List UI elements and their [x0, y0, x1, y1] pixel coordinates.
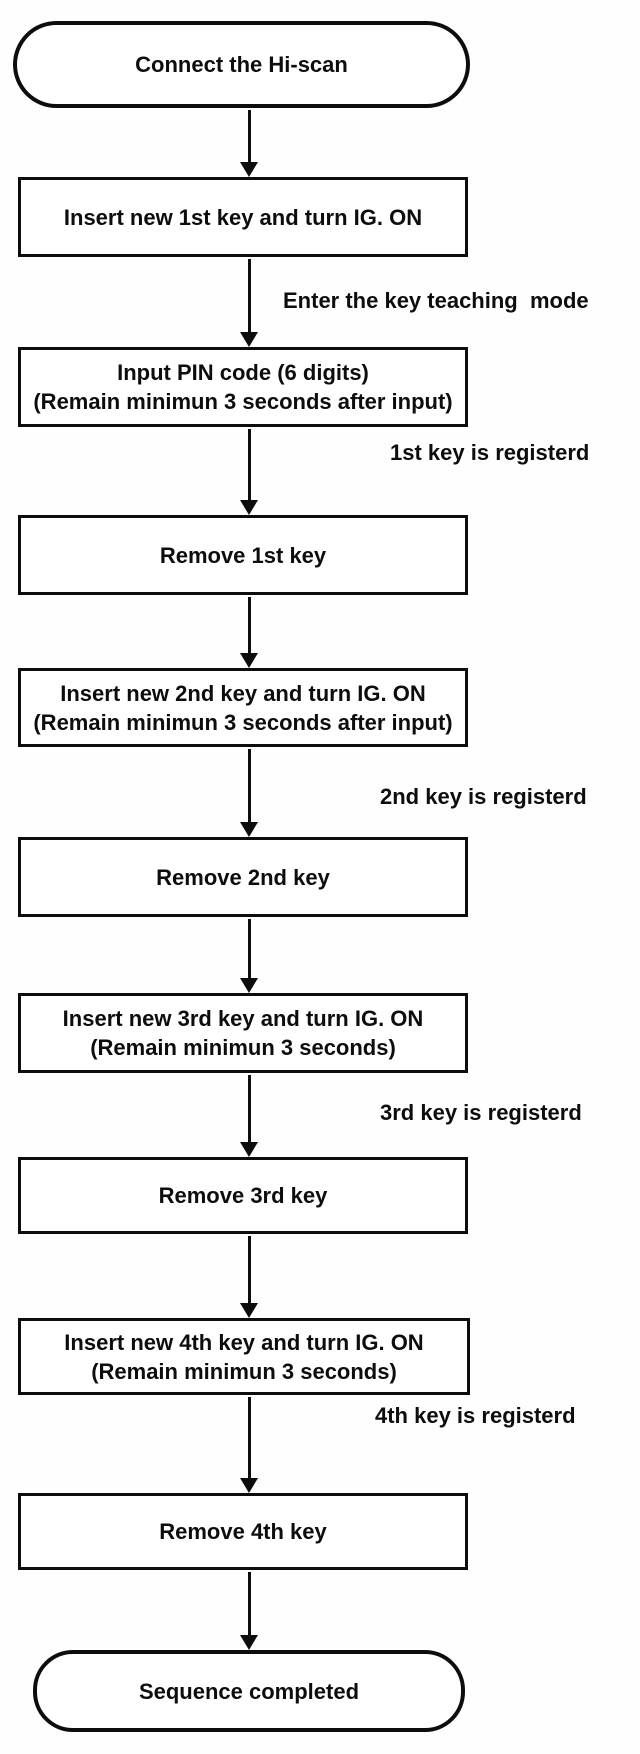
node-label: Insert new 3rd key and turn IG. ON [62, 1006, 424, 1031]
node-sublabel: (Remain minimun 3 seconds after input) [33, 389, 453, 414]
edge-label-enter-key-teaching-mode: Enter the key teaching mode [283, 288, 589, 313]
arrow-shaft [247, 1572, 251, 1637]
node-label: Insert new 4th key and turn IG. ON [64, 1329, 424, 1355]
arrow-head-icon [240, 1142, 258, 1157]
edge-label-3rd-key-registered: 3rd key is registerd [380, 1100, 582, 1125]
arrow-head-icon [240, 1478, 258, 1493]
edge-label-2nd-key-registered: 2nd key is registerd [380, 784, 587, 809]
arrow-shaft [247, 749, 251, 824]
node-label: Insert new 1st key and turn IG. ON [63, 204, 423, 230]
arrow-head-icon [240, 1635, 258, 1650]
node-remove-1st-key: Remove 1st key [18, 515, 468, 595]
arrow-shaft [247, 110, 251, 164]
node-label: Remove 3rd key [158, 1183, 328, 1208]
node-label: Input PIN code (6 digits) [117, 360, 369, 385]
node-insert-3rd-key: Insert new 3rd key and turn IG. ON (Rema… [18, 993, 468, 1073]
edge-label-1st-key-registered: 1st key is registerd [390, 440, 590, 465]
arrow-shaft [247, 259, 251, 334]
node-remove-3rd-key: Remove 3rd key [18, 1157, 468, 1234]
arrow-head-icon [240, 653, 258, 668]
node-insert-1st-key: Insert new 1st key and turn IG. ON [18, 177, 468, 257]
arrow-shaft [247, 919, 251, 980]
arrow-head-icon [240, 162, 258, 177]
node-remove-2nd-key: Remove 2nd key [18, 837, 468, 917]
node-sublabel: (Remain minimun 3 seconds after input) [33, 709, 453, 735]
arrow-head-icon [240, 332, 258, 347]
arrow-head-icon [240, 1303, 258, 1318]
node-sublabel: (Remain minimun 3 seconds) [91, 1358, 397, 1384]
node-label: Insert new 2nd key and turn IG. ON [60, 680, 426, 706]
arrow-shaft [247, 1075, 251, 1144]
node-start-terminator: Connect the Hi-scan [13, 21, 470, 108]
node-label: Remove 4th key [159, 1519, 327, 1544]
node-end-terminator: Sequence completed [33, 1650, 465, 1732]
arrow-head-icon [240, 978, 258, 993]
arrow-shaft [247, 1236, 251, 1305]
node-insert-4th-key: Insert new 4th key and turn IG. ON (Rema… [18, 1318, 470, 1395]
node-input-pin-code: Input PIN code (6 digits) (Remain minimu… [18, 347, 468, 427]
node-label: Sequence completed [138, 1678, 360, 1704]
arrow-shaft [247, 1397, 251, 1480]
node-label: Remove 1st key [159, 542, 327, 568]
arrow-head-icon [240, 822, 258, 837]
arrow-head-icon [240, 500, 258, 515]
edge-label-4th-key-registered: 4th key is registerd [375, 1403, 576, 1428]
arrow-shaft [247, 429, 251, 502]
node-label: Remove 2nd key [156, 864, 330, 890]
arrow-shaft [247, 597, 251, 655]
node-sublabel: (Remain minimun 3 seconds) [90, 1035, 396, 1060]
node-remove-4th-key: Remove 4th key [18, 1493, 468, 1570]
node-insert-2nd-key: Insert new 2nd key and turn IG. ON (Rema… [18, 668, 468, 747]
node-label: Connect the Hi-scan [135, 52, 348, 77]
